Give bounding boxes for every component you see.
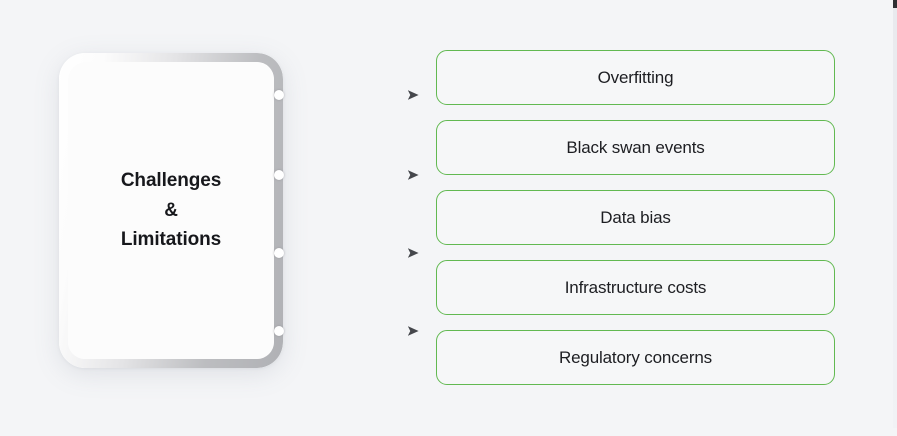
item-box-overfitting[interactable]: Overfitting	[436, 50, 835, 105]
item-box-regulatory-concerns[interactable]: Regulatory concerns	[436, 330, 835, 385]
connector-dot-1	[274, 90, 284, 100]
item-box-infrastructure-costs[interactable]: Infrastructure costs	[436, 260, 835, 315]
item-box-black-swan-events[interactable]: Black swan events	[436, 120, 835, 175]
item-box-data-bias[interactable]: Data bias	[436, 190, 835, 245]
right-edge-marker	[893, 0, 897, 8]
center-card-body: Challenges & Limitations	[68, 62, 274, 359]
item-label: Overfitting	[597, 67, 674, 87]
item-label: Regulatory concerns	[558, 347, 713, 367]
center-card-title: Challenges & Limitations	[120, 170, 222, 251]
connector-dot-3	[274, 248, 284, 258]
connector-dot-4	[274, 326, 284, 336]
item-label: Data bias	[600, 207, 671, 227]
right-edge-gradient	[893, 8, 897, 428]
item-label: Infrastructure costs	[564, 277, 707, 297]
connector-dot-2	[274, 170, 284, 180]
item-label: Black swan events	[566, 137, 705, 157]
